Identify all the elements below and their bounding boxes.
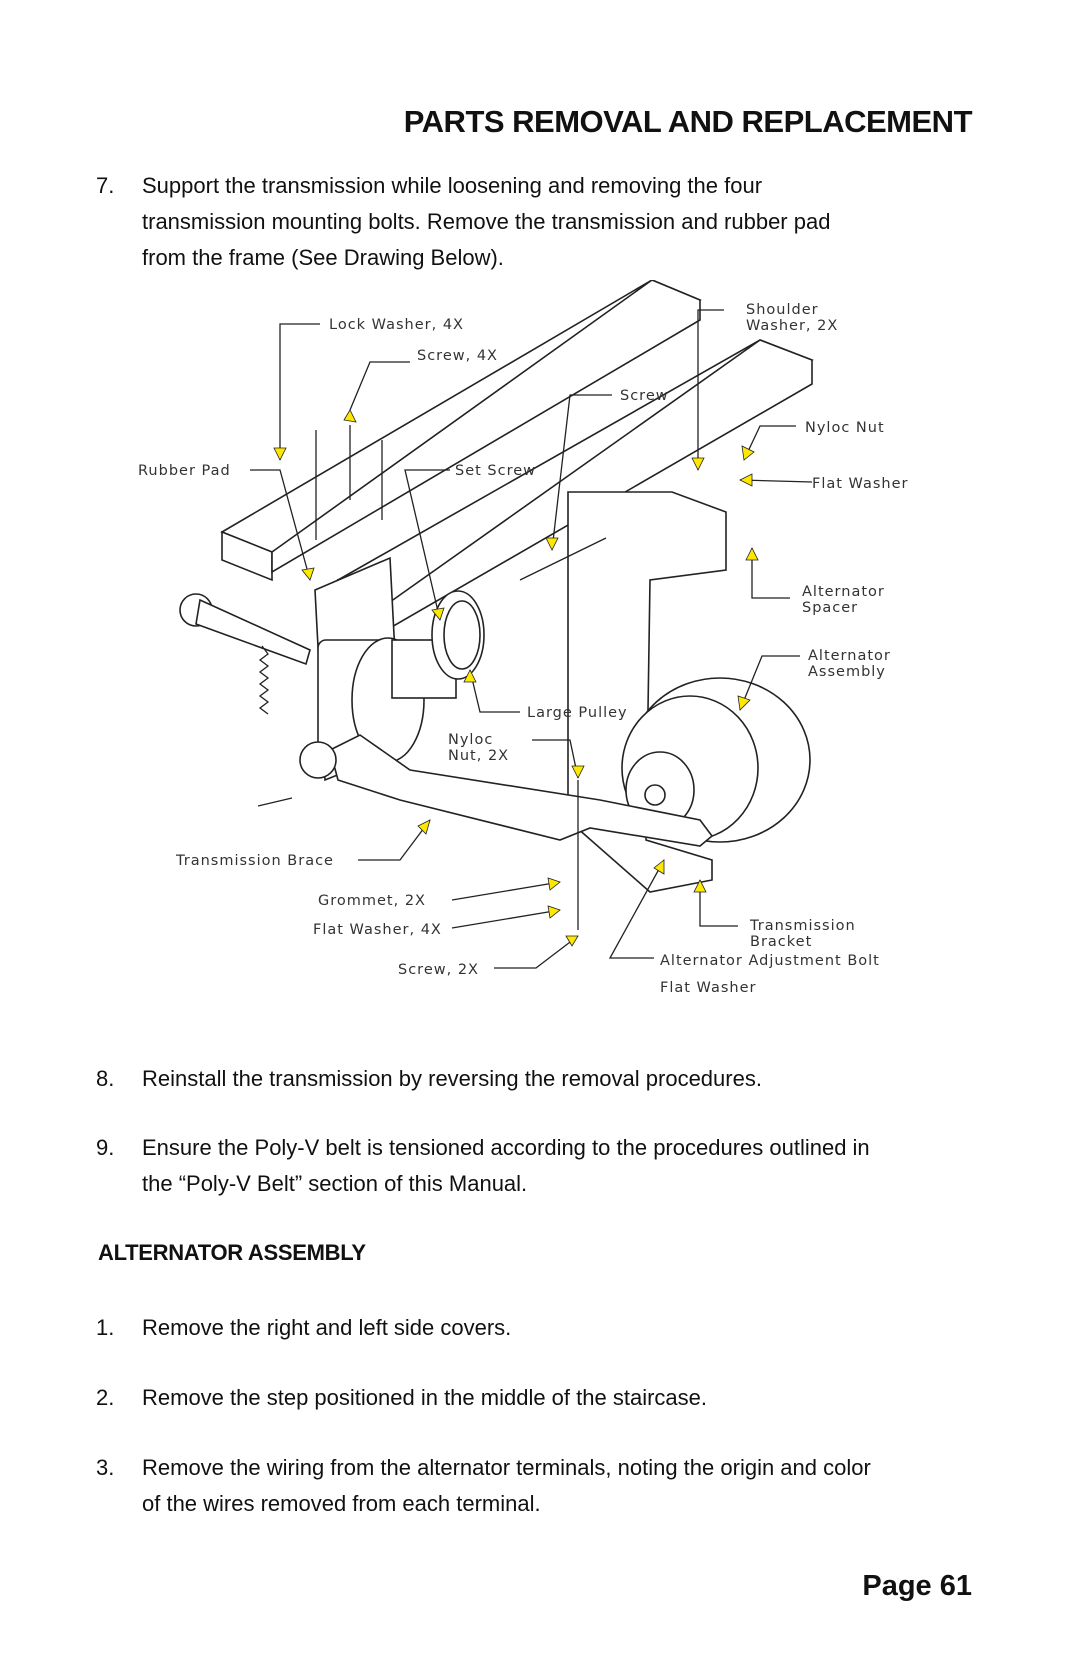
- label-alternator-assembly: Assembly: [808, 664, 886, 680]
- label-shoulder-washer: Washer, 2X: [746, 318, 838, 334]
- page-title: PARTS REMOVAL AND REPLACEMENT: [403, 104, 973, 139]
- label-transmission-bracket: Bracket: [750, 934, 812, 950]
- step-line: Ensure the Poly-V belt is tensioned acco…: [142, 1135, 870, 1160]
- label-grommet: Grommet, 2X: [318, 893, 426, 909]
- step-number: 7.: [96, 173, 115, 198]
- frame-rail-upper: [220, 280, 702, 582]
- label-transmission-bracket: Transmission: [749, 918, 856, 934]
- step-line: Remove the wiring from the alternator te…: [142, 1455, 871, 1480]
- step-7: 7. Support the transmission while loosen…: [96, 168, 976, 276]
- tensioner-assembly: [179, 593, 337, 779]
- label-set-screw: Set Screw: [455, 463, 536, 479]
- label-screw: Screw: [620, 388, 669, 404]
- step-number: 3.: [96, 1455, 115, 1480]
- long-screw: [519, 537, 607, 581]
- label-alternator-assembly: Alternator: [808, 648, 891, 664]
- step-number: 1.: [96, 1315, 115, 1340]
- step-line: Remove the right and left side covers.: [142, 1315, 512, 1340]
- label-lock-washer: Lock Washer, 4X: [329, 317, 464, 333]
- label-alternator-spacer: Spacer: [802, 600, 858, 616]
- transmission-alternator-diagram: Lock Washer, 4X Screw, 4X Screw Shoulder…: [138, 280, 908, 996]
- label-alternator-spacer: Alternator: [802, 584, 885, 600]
- label-nyloc-nut-2x: Nut, 2X: [448, 748, 509, 764]
- step-line: transmission mounting bolts. Remove the …: [142, 209, 831, 234]
- label-nyloc-nut: Nyloc Nut: [805, 420, 885, 436]
- label-flat-washer: Flat Washer: [812, 476, 908, 492]
- label-screw-2x: Screw, 2X: [398, 962, 479, 978]
- label-rubber-pad: Rubber Pad: [138, 463, 231, 479]
- label-screw-4x: Screw, 4X: [417, 348, 498, 364]
- label-alternator-adjustment-bolt: Alternator Adjustment Bolt: [660, 953, 880, 969]
- step-line: from the frame (See Drawing Below).: [142, 245, 504, 270]
- alternator-step-3: 3. Remove the wiring from the alternator…: [96, 1450, 976, 1522]
- transmission-brace-bar: [329, 734, 714, 847]
- step-line: Reinstall the transmission by reversing …: [142, 1066, 762, 1091]
- step-9: 9. Ensure the Poly-V belt is tensioned a…: [96, 1130, 976, 1202]
- alternator-step-2: 2. Remove the step positioned in the mid…: [96, 1380, 976, 1416]
- alternator-bracket-plate: [567, 491, 727, 893]
- label-nyloc-nut-2x: Nyloc: [448, 732, 493, 748]
- step-number: 2.: [96, 1385, 115, 1410]
- alternator-step-1: 1. Remove the right and left side covers…: [96, 1310, 976, 1346]
- step-line: of the wires removed from each terminal.: [142, 1491, 541, 1516]
- transmission-housing: [317, 590, 485, 763]
- step-8: 8. Reinstall the transmission by reversi…: [96, 1061, 976, 1097]
- page-number: Page 61: [862, 1570, 972, 1602]
- step-line: Remove the step positioned in the middle…: [142, 1385, 707, 1410]
- section-heading: ALTERNATOR ASSEMBLY: [98, 1240, 366, 1265]
- label-flat-washer-bottom: Flat Washer: [660, 980, 756, 996]
- step-number: 9.: [96, 1135, 115, 1160]
- label-large-pulley: Large Pulley: [527, 705, 628, 721]
- label-transmission-brace: Transmission Brace: [175, 853, 334, 869]
- step-line: Support the transmission while loosening…: [142, 173, 763, 198]
- label-flat-washer-4x: Flat Washer, 4X: [313, 922, 442, 938]
- label-shoulder-washer: Shoulder: [746, 302, 819, 318]
- screw-bottom-left: [257, 797, 293, 807]
- step-line: the “Poly-V Belt” section of this Manual…: [142, 1171, 528, 1196]
- step-number: 8.: [96, 1066, 115, 1091]
